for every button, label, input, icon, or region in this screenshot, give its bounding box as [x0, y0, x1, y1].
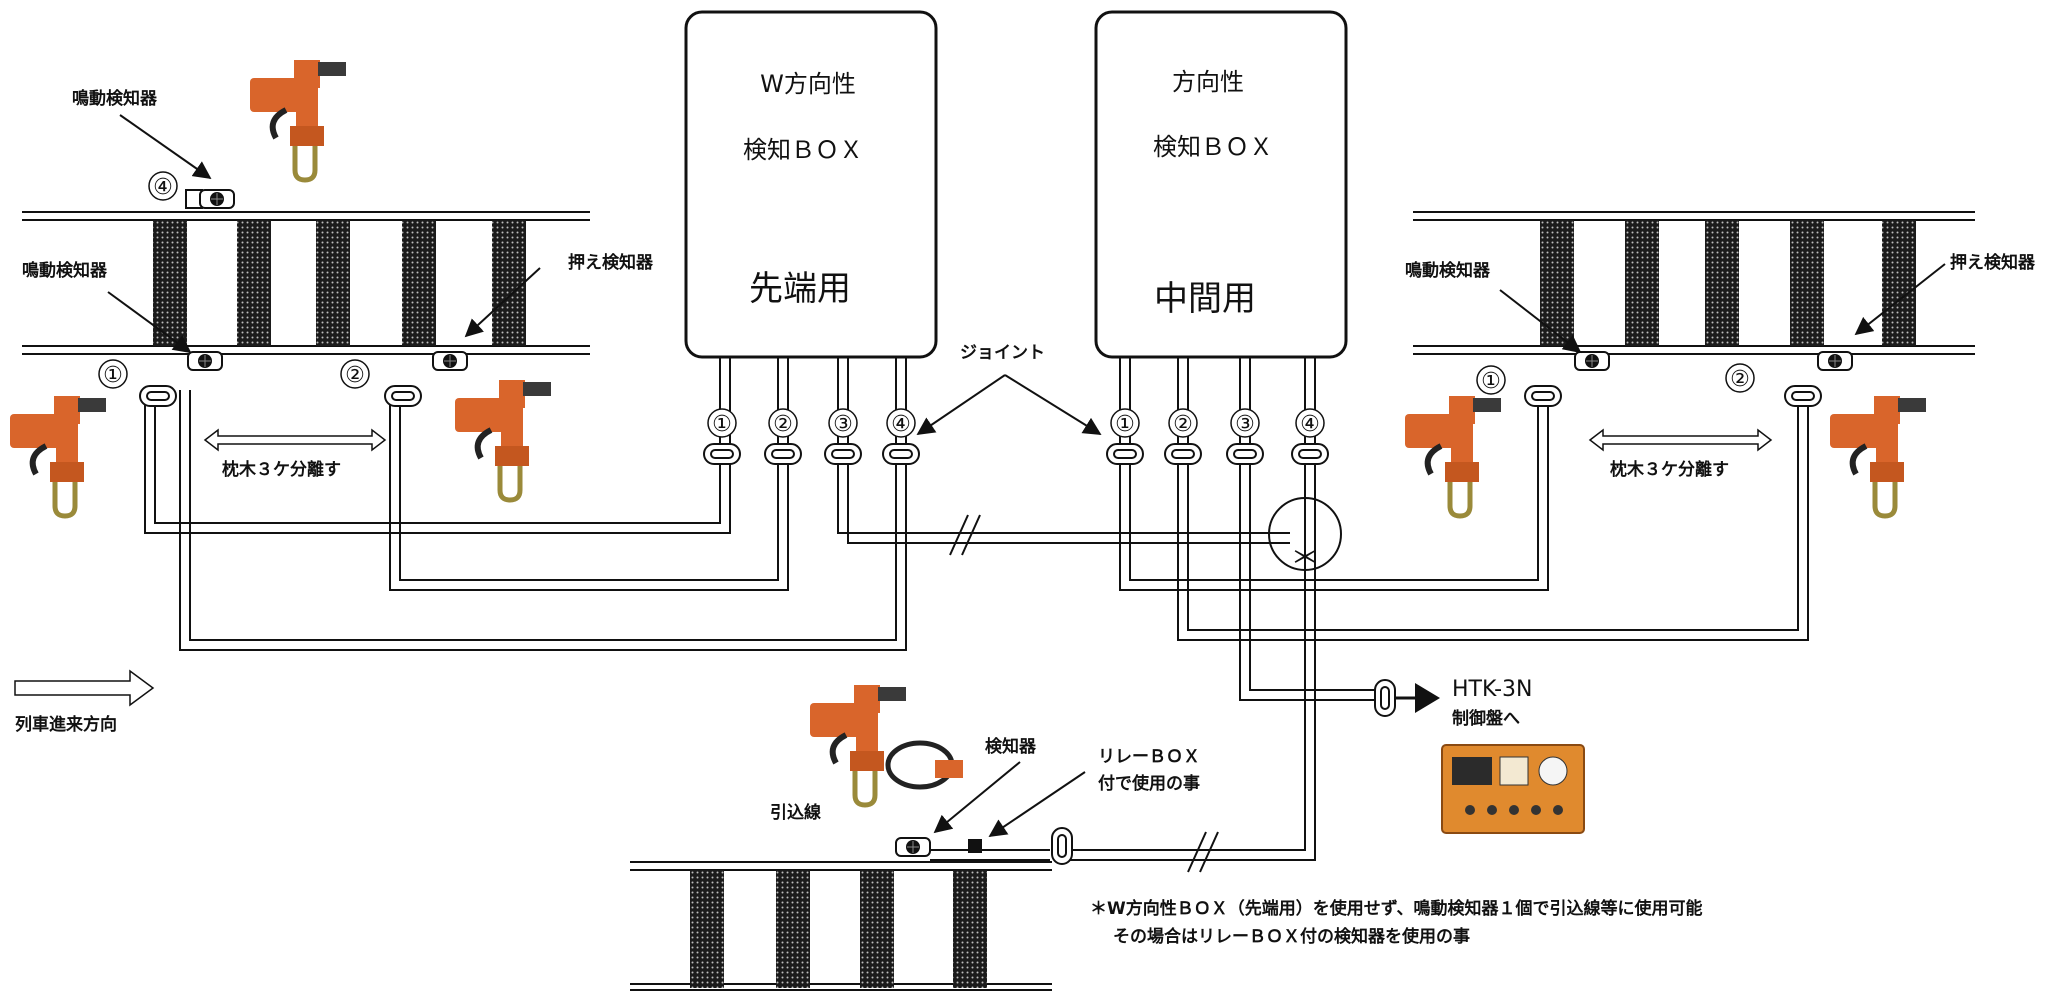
label-sleeper-left: 枕木３ケ分離す: [222, 459, 341, 480]
sleeper: [153, 220, 187, 346]
sleeper: [1540, 220, 1574, 346]
junction: ＊: [1268, 497, 1342, 576]
marker: ①: [103, 363, 123, 388]
wire-clip: [1524, 385, 1562, 407]
label-vibration-right: 鳴動検知器: [1405, 260, 1491, 281]
wire-clip: [139, 385, 177, 407]
lead-track: [630, 861, 1052, 991]
joint-clip: [1164, 443, 1202, 465]
joint-clip: [764, 443, 802, 465]
terminal-number: ①: [1115, 412, 1135, 437]
w-box-line2: 検知ＢＯＸ: [743, 136, 863, 164]
w-box-line3: 先端用: [749, 269, 851, 309]
train-direction-arrow: [14, 669, 155, 707]
label-joint: ジョイント: [960, 343, 1045, 363]
sleeper: [860, 870, 894, 988]
joint-clip: [882, 443, 920, 465]
m-box-terminals: ① ② ③ ④: [1106, 408, 1329, 465]
sleeper: [1882, 220, 1916, 346]
asterisk-mark: ＊: [1290, 541, 1320, 576]
note-line2: その場合はリレーＢＯＸ付の検知器を使用の事: [1113, 926, 1470, 947]
label-relay-line1: リレーＢＯＸ: [1098, 747, 1200, 767]
joint-clip: [703, 443, 741, 465]
wire-clip: [1784, 385, 1822, 407]
mid-direction-box: 方向性 検知ＢＯＸ 中間用: [1094, 10, 1348, 359]
sleeper: [316, 220, 350, 346]
sleeper: [1705, 220, 1739, 346]
device-photo: [810, 685, 906, 805]
label-press-right: 押え検知器: [1950, 252, 2036, 273]
control-panel: [1441, 744, 1585, 834]
terminal-number: ④: [1300, 412, 1320, 437]
terminal-number: ④: [891, 412, 911, 437]
m-box-line3: 中間用: [1154, 279, 1256, 319]
relay-box: [968, 839, 982, 853]
label-vibration-top: 鳴動検知器: [72, 88, 158, 109]
wire-clip: [1374, 679, 1396, 717]
lead-sensor: [895, 827, 1073, 865]
device-photo: [455, 380, 551, 500]
right-sensors: ① ②: [1476, 351, 1853, 407]
sleeper: [776, 870, 810, 988]
note-line1: ＊W方向性ＢＯＸ（先端用）を使用せず、鳴動検知器１個で引込線等に使用可能: [1090, 898, 1703, 919]
m-box-line1: 方向性: [1172, 68, 1244, 96]
w-box-terminals: ① ② ③ ④: [703, 408, 920, 465]
left-sensors: ① ② ④: [98, 171, 468, 407]
marker: ④: [153, 175, 173, 200]
marker: ②: [345, 363, 365, 388]
label-relay-line2: 付で使用の事: [1098, 773, 1200, 794]
separation-arrows: [203, 428, 1773, 452]
terminal-number: ②: [1173, 412, 1193, 437]
label-htk-model: HTK-3N: [1452, 677, 1533, 702]
top-sensor: [199, 189, 235, 209]
lead-detector: [895, 837, 931, 857]
vibration-sensor: [1574, 351, 1610, 371]
marker: ①: [1481, 369, 1501, 394]
labels: 鳴動検知器 鳴動検知器 押え検知器 枕木３ケ分離す ジョイント 鳴動検知器 押え…: [15, 88, 2036, 947]
press-sensor: [1817, 351, 1853, 371]
joint-clip: [824, 443, 862, 465]
label-to-panel: 制御盤へ: [1452, 708, 1520, 729]
terminal-number: ①: [712, 412, 732, 437]
vibration-sensor: [187, 351, 223, 371]
joint-clip: [1106, 443, 1144, 465]
label-lead-line: 引込線: [770, 802, 821, 823]
label-detector: 検知器: [985, 736, 1037, 757]
break-marks: [949, 514, 1219, 873]
joint-clip: [1226, 443, 1264, 465]
terminal-number: ②: [773, 412, 793, 437]
press-sensor: [432, 351, 468, 371]
w-box-line1: W方向性: [760, 70, 856, 98]
label-press-left: 押え検知器: [568, 252, 654, 273]
device-photo: [10, 396, 106, 516]
sleeper: [237, 220, 271, 346]
wire-clip: [1051, 827, 1073, 865]
sleeper: [402, 220, 436, 346]
wire-clip: [384, 385, 422, 407]
terminal-number: ③: [833, 412, 853, 437]
terminal-number: ③: [1235, 412, 1255, 437]
sleeper: [953, 870, 987, 988]
wiring: [144, 358, 1809, 861]
sleeper: [690, 870, 724, 988]
device-photo: [250, 60, 346, 180]
leader-lines: [107, 114, 1946, 838]
device-photo: [1405, 396, 1501, 516]
sleeper: [1625, 220, 1659, 346]
to-panel-arrow: [1374, 679, 1440, 717]
label-vibration-left: 鳴動検知器: [22, 260, 108, 281]
right-track: [1413, 211, 1975, 355]
label-sleeper-right: 枕木３ケ分離す: [1610, 459, 1729, 480]
joint-clip: [1291, 443, 1329, 465]
sleeper: [492, 220, 526, 346]
marker: ②: [1730, 367, 1750, 392]
label-train-direction: 列車進来方向: [15, 714, 117, 735]
sleeper: [1790, 220, 1824, 346]
m-box-line2: 検知ＢＯＸ: [1153, 133, 1273, 161]
left-track: [22, 211, 590, 355]
device-photo: [1830, 396, 1926, 516]
lead-device-photo: [810, 685, 963, 805]
w-direction-box: W方向性 検知ＢＯＸ 先端用: [684, 10, 938, 359]
